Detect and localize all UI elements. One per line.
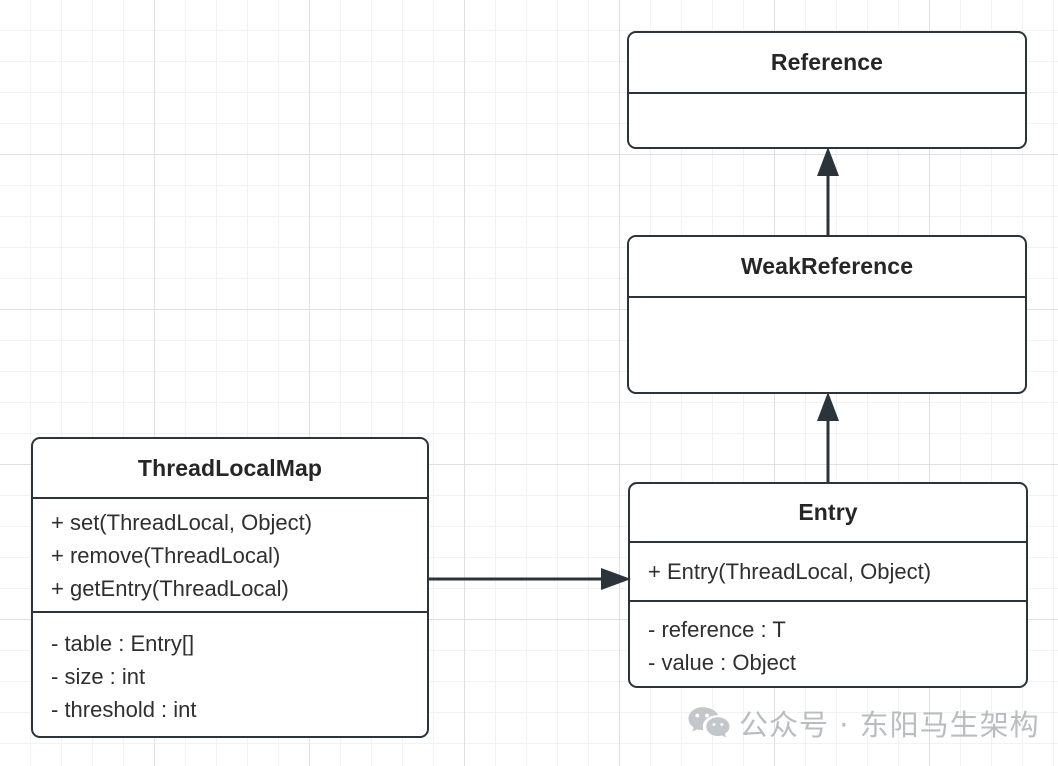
class-methods-entry: + Entry(ThreadLocal, Object) [630,541,1026,600]
class-attributes-entry: - reference : T - value : Object [630,600,1026,686]
class-body-reference [629,92,1025,147]
class-attributes-threadlocalmap: - table : Entry[] - size : int - thresho… [33,611,427,736]
arrowhead-icon [817,147,839,176]
class-title-threadlocalmap: ThreadLocalMap [33,439,427,497]
watermark: 公众号 · 东阳马生架构 [688,702,1040,744]
watermark-text: 公众号 · 东阳马生架构 [739,708,1040,742]
arrowhead-icon [601,568,631,590]
class-methods-threadlocalmap: + set(ThreadLocal, Object) + remove(Thre… [33,497,427,611]
arrowhead-icon [817,392,839,421]
uml-class-weakreference[interactable]: WeakReference [627,235,1027,394]
class-member-attribute: - threshold : int [51,697,197,722]
class-member-attribute: - size : int [51,664,146,689]
class-name-text: WeakReference [740,253,914,279]
class-member-method: + remove(ThreadLocal) [51,542,281,568]
class-title-entry: Entry [630,484,1026,541]
class-member-attribute: - table : Entry[] [51,631,195,656]
wechat-icon [688,707,730,738]
uml-class-threadlocalmap[interactable]: ThreadLocalMap + set(ThreadLocal, Object… [31,437,429,738]
class-title-reference: Reference [629,33,1025,92]
class-member-attribute: - value : Object [648,650,796,675]
class-member-method: + Entry(ThreadLocal, Object) [648,559,932,584]
class-member-method: + set(ThreadLocal, Object) [51,509,313,535]
connector-threadlocalmap-to-entry[interactable] [425,560,633,598]
class-name-text: Entry [798,499,858,525]
uml-class-entry[interactable]: Entry + Entry(ThreadLocal, Object) - ref… [628,482,1028,688]
uml-class-reference[interactable]: Reference [627,31,1027,149]
class-name-text: ThreadLocalMap [137,454,323,481]
class-title-weakreference: WeakReference [629,237,1025,296]
class-name-text: Reference [770,49,884,75]
connector-entry-to-weakreference[interactable] [797,390,859,485]
class-member-attribute: - reference : T [648,617,786,642]
class-body-weakreference [629,296,1025,392]
class-member-method: + getEntry(ThreadLocal) [51,575,289,601]
connector-weakreference-to-reference[interactable] [797,145,859,240]
